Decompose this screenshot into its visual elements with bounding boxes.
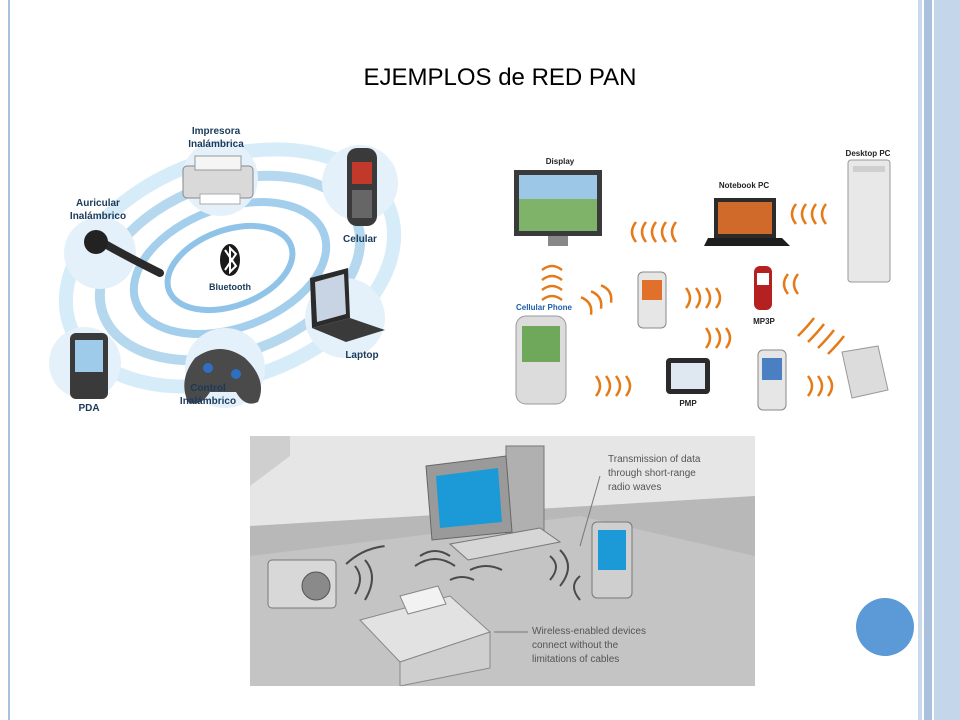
slide-title-area: EJEMPLOS de RED PAN bbox=[0, 0, 960, 120]
pmp-icon bbox=[666, 358, 710, 394]
cellphone-label: Celular bbox=[343, 234, 377, 245]
router-icon bbox=[841, 345, 889, 399]
desktop-computer-icon bbox=[425, 445, 562, 561]
printer-label-1: Impresora bbox=[192, 126, 241, 137]
laptop-icon bbox=[310, 268, 385, 342]
slide-frame-left-line bbox=[8, 0, 10, 720]
desktop-tower-icon bbox=[847, 159, 891, 283]
pda-label: PDA bbox=[78, 403, 99, 414]
callout-top-line2: through short-range bbox=[608, 468, 696, 479]
camera-icon bbox=[267, 559, 337, 609]
callout-top-line1: Transmission of data bbox=[608, 454, 701, 465]
callout-top-line3: radio waves bbox=[608, 482, 661, 493]
mp3p-label: MP3P bbox=[753, 317, 775, 326]
radio-waves bbox=[345, 545, 581, 601]
cellphone-icon bbox=[347, 148, 377, 226]
headset-label-1: Auricular bbox=[76, 198, 120, 209]
controller-icon bbox=[184, 349, 262, 404]
callout-bottom-line1: Wireless-enabled devices bbox=[532, 626, 646, 637]
wireless-waves bbox=[541, 203, 845, 397]
laptop-label: Laptop bbox=[345, 350, 378, 361]
printer-icon bbox=[182, 155, 254, 205]
mp3-player-icon bbox=[754, 266, 772, 310]
desktop-label: Desktop PC bbox=[846, 149, 891, 158]
controller-label-1: Control bbox=[190, 383, 226, 394]
headset-label-2: Inalámbrico bbox=[70, 211, 126, 222]
display-label: Display bbox=[546, 157, 575, 166]
slide-frame-right-bars bbox=[918, 0, 960, 720]
headset-icon bbox=[84, 230, 164, 277]
slide-accent-circle bbox=[856, 598, 914, 656]
notebook-label: Notebook PC bbox=[719, 181, 769, 190]
phone-small-2-icon bbox=[757, 349, 787, 411]
bluetooth-pan-diagram: Bluetooth Impresora Inalámbrica Celular … bbox=[40, 118, 402, 420]
bluetooth-icon bbox=[220, 244, 240, 276]
desk-pan-illustration: Transmission of data through short-range… bbox=[250, 436, 755, 686]
phone-small-icon bbox=[637, 271, 667, 329]
notebook-icon bbox=[704, 198, 790, 246]
slide-title: EJEMPLOS de RED PAN bbox=[363, 64, 637, 91]
pda-device-icon bbox=[591, 521, 633, 599]
controller-label-2: Inalámbrico bbox=[180, 396, 236, 407]
bluetooth-label: Bluetooth bbox=[209, 282, 251, 292]
cellular-label: Cellular Phone bbox=[516, 303, 573, 312]
device-network-diagram: Display Notebook PC Desktop PC Cellular … bbox=[508, 140, 900, 412]
callout-bottom-line3: limitations of cables bbox=[532, 654, 619, 665]
pda-icon bbox=[70, 333, 108, 399]
cellular-phone-icon bbox=[515, 315, 567, 405]
printer-label-2: Inalámbrica bbox=[188, 139, 244, 150]
desk-printer-icon bbox=[359, 585, 491, 686]
pmp-label: PMP bbox=[679, 399, 697, 408]
callout-bottom-line2: connect without the bbox=[532, 640, 619, 651]
display-icon bbox=[514, 170, 602, 246]
